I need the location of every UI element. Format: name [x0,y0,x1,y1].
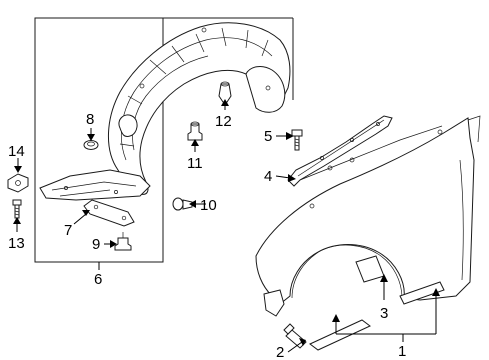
leader-5 [276,132,294,140]
callout-10: 10 [200,197,217,214]
leader-1 [332,288,440,342]
nut-14 [7,173,29,193]
callout-13: 13 [8,235,25,252]
callout-4: 4 [264,168,272,185]
callout-1: 1 [398,343,406,360]
bolt-13 [12,199,22,219]
fender-garnish [309,281,445,351]
leader-12 [221,99,229,110]
clip-9 [114,232,132,251]
leader-2 [287,338,306,353]
callout-2: 2 [276,344,284,360]
front-fender [255,115,481,317]
callout-5: 5 [264,128,272,145]
splash-shield [39,169,151,201]
bolt-5 [291,129,303,151]
bracket-7 [83,199,135,227]
leader-13 [13,217,21,232]
callout-14: 14 [8,143,25,160]
callout-9: 9 [92,236,100,253]
clip-11 [187,121,203,141]
clip-12 [218,81,232,103]
leader-14 [14,158,22,173]
callout-11: 11 [187,155,203,172]
leader-7 [73,210,90,225]
fender-bracket [287,115,393,187]
leader-4 [275,174,296,182]
callout-7: 7 [64,222,72,239]
callout-6: 6 [94,271,102,288]
leader-9 [104,240,117,248]
fender-liner [108,22,291,195]
callout-3: 3 [380,305,388,322]
leader-8 [87,128,95,141]
leader-11 [191,139,199,152]
clip-10 [172,197,193,211]
callout-8: 8 [86,111,94,128]
leader-3 [380,274,388,300]
grommet-8 [83,140,99,150]
liner-group-box [34,17,164,263]
callout-12: 12 [215,113,232,130]
bolt-2 [283,323,307,349]
leader-10 [189,200,206,208]
